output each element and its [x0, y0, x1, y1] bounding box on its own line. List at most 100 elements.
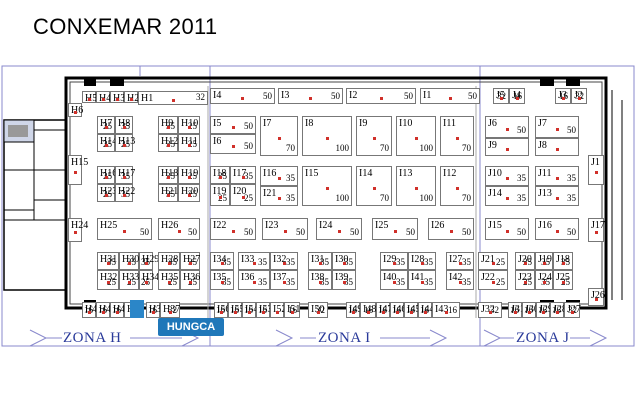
stand-h4[interactable]: H4: [96, 91, 111, 104]
stand-j17[interactable]: J17: [588, 218, 605, 242]
stand-j24[interactable]: J2435: [535, 270, 553, 290]
stand-j26[interactable]: J26: [588, 288, 605, 306]
stand-h24[interactable]: H24: [68, 218, 88, 242]
stand-h3[interactable]: H3: [110, 91, 125, 104]
stand-h5[interactable]: H5: [82, 91, 97, 104]
stand-i52[interactable]: I52: [270, 302, 286, 318]
stand-h2[interactable]: H2: [124, 91, 139, 104]
stand-h6[interactable]: H6: [68, 103, 83, 117]
stand-h16[interactable]: H1625: [97, 166, 117, 184]
stand-h22[interactable]: H2235: [115, 184, 135, 202]
stand-h8[interactable]: H835: [115, 116, 133, 134]
stand-h15[interactable]: H15: [68, 155, 88, 185]
stand-j19[interactable]: J1935: [535, 252, 553, 270]
stand-j8[interactable]: J8: [535, 138, 579, 156]
stand-h34[interactable]: H3425: [139, 270, 159, 290]
stand-j9[interactable]: J9: [485, 138, 529, 156]
stand-h17[interactable]: H1735: [115, 166, 135, 184]
highlighted-stand[interactable]: [130, 300, 144, 318]
